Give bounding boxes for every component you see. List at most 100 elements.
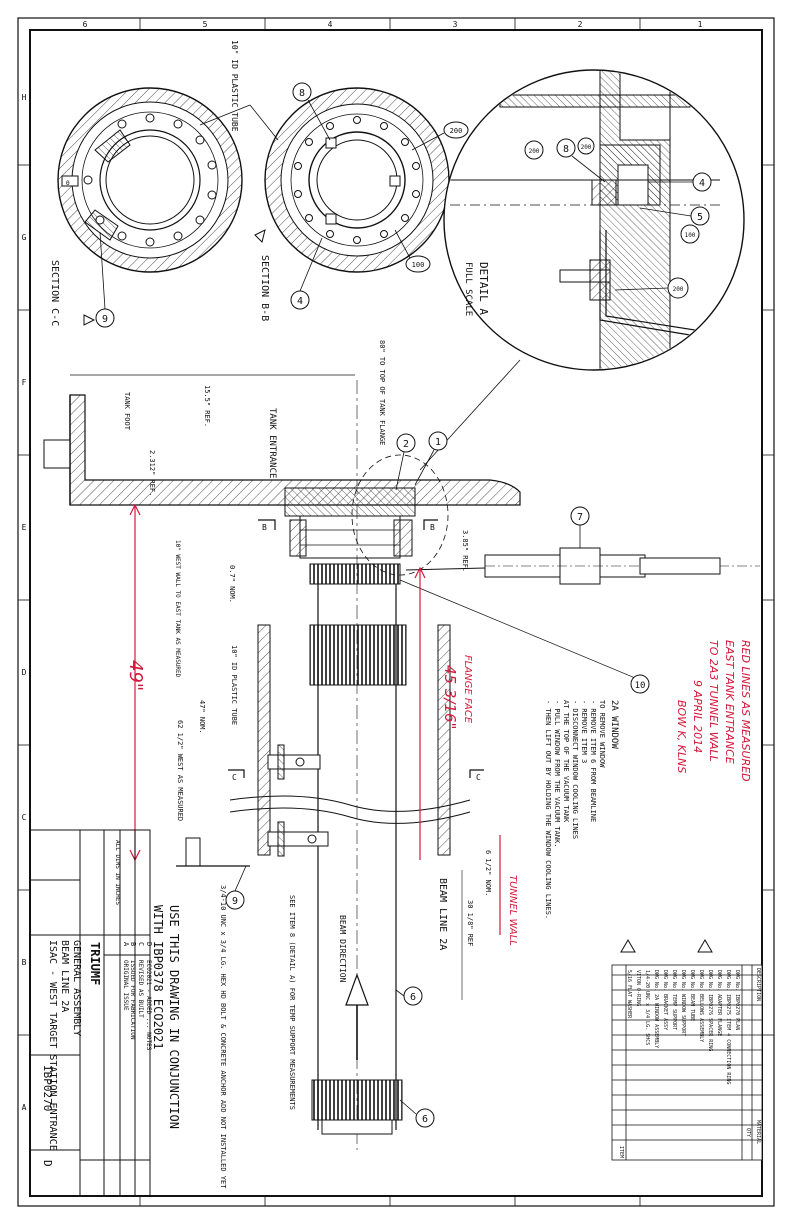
zone-num: 2 xyxy=(578,20,583,29)
beam-line-label: BEAM LINE 2A xyxy=(437,878,448,950)
svg-text:10: 10 xyxy=(635,681,646,691)
tank-entrance-label: TANK ENTRANCE xyxy=(267,408,277,478)
zone-num: 1 xyxy=(698,20,703,29)
zone-num: 3 xyxy=(453,20,458,29)
svg-text:C: C xyxy=(232,773,237,782)
plastic-tube-note: 10" ID PLASTIC TUBE xyxy=(230,645,238,725)
svg-text:TO REMOVE WINDOW: TO REMOVE WINDOW xyxy=(598,700,606,768)
dim-note: 15.5" REF. xyxy=(203,385,211,427)
svg-text:B: B xyxy=(430,523,435,532)
section-b-b-label: SECTION B-B xyxy=(259,255,270,321)
svg-text:DWG No. IBP0270 PLAN: DWG No. IBP0270 PLAN xyxy=(734,970,740,1030)
svg-text:DESCRIPTION: DESCRIPTION xyxy=(755,968,761,1001)
bracket-note: SEE ITEM 8 (DETAIL A) FOR TEMP SUPPORT M… xyxy=(288,895,296,1110)
svg-text:DWG No. IBP0276 SPACER RING: DWG No. IBP0276 SPACER RING xyxy=(707,970,713,1051)
svg-text:A: A xyxy=(122,942,130,947)
zone-letter: C xyxy=(22,813,27,822)
svg-text:4: 4 xyxy=(297,296,303,307)
svg-text:B: B xyxy=(129,942,137,946)
drawing-number: IBP0270 xyxy=(41,1065,54,1111)
section-c-c-label: SECTION C-C xyxy=(49,260,60,326)
svg-text:- DISCONNECT WINDOW COOLING LI: - DISCONNECT WINDOW COOLING LINES xyxy=(571,700,579,839)
svg-text:BOW K, KLNS: BOW K, KLNS xyxy=(675,700,688,773)
section-b-b-view: SECTION B-B 4 8 200 100 10" ID PLASTIC T… xyxy=(199,40,469,321)
window-note-title: 2A WINDOW xyxy=(609,700,619,749)
title-line1: GENERAL ASSEMBLY xyxy=(71,940,82,1036)
svg-text:9 APRIL 2014: 9 APRIL 2014 xyxy=(691,680,704,753)
svg-text:8: 8 xyxy=(299,88,305,99)
svg-text:DWG No. BRACKET ASSY: DWG No. BRACKET ASSY xyxy=(662,970,668,1030)
dim-note: 10" WEST WALL TO EAST TANK AS MEASURED xyxy=(174,540,181,678)
svg-text:200: 200 xyxy=(581,144,592,151)
anchor-note: 3/4-10 UNC x 3/4 LG. HEX HD BOLT & CONCR… xyxy=(219,885,227,1189)
svg-text:C: C xyxy=(137,942,145,946)
dim-note: 80" TO TOP OF TANK FLANGE xyxy=(378,340,386,445)
svg-text:200: 200 xyxy=(673,286,684,293)
svg-text:ALL DIMS IN INCHES: ALL DIMS IN INCHES xyxy=(114,840,121,905)
dim-note: 2.312" REF. xyxy=(148,450,156,496)
beam-direction-label: BEAM DIRECTION xyxy=(338,915,347,983)
company-name: TRIUMF xyxy=(88,942,102,985)
tank-foot-label: TANK FOOT xyxy=(123,392,131,431)
dim-note: 47" NOM. xyxy=(198,700,206,734)
main-elevation: 15.5" REF. 80" TO TOP OF TANK FLANGE TAN… xyxy=(43,340,760,1189)
svg-text:REVISED AS BUILT: REVISED AS BUILT xyxy=(137,960,144,1018)
svg-text:2: 2 xyxy=(403,439,409,450)
red-flange-face: FLANGE FACE xyxy=(462,655,473,724)
svg-text:DWG No. ADAPTER FLANGE: DWG No. ADAPTER FLANGE xyxy=(716,970,722,1036)
main-note-line2: WITH IBP0378 ECO2021 xyxy=(151,905,165,1050)
zone-letter: E xyxy=(22,523,27,532)
svg-text:DWG No. IBP0275 ITEM 4 CONNECT: DWG No. IBP0275 ITEM 4 CONNECTION RING xyxy=(725,970,731,1084)
rev-triangle xyxy=(697,939,713,953)
zone-num: 5 xyxy=(203,20,208,29)
svg-text:- REMOVE ITEM 3: - REMOVE ITEM 3 xyxy=(580,700,588,763)
svg-text:6: 6 xyxy=(422,1114,428,1125)
title-block-text: TRIUMF GENERAL ASSEMBLY BEAM LINE 2A ISA… xyxy=(41,840,153,1167)
svg-text:DWG No. 2A WINDOW ASSEMBLY: DWG No. 2A WINDOW ASSEMBLY xyxy=(653,970,659,1048)
rev-triangle xyxy=(620,939,636,953)
zone-num: 4 xyxy=(328,20,333,29)
svg-text:- THEN LIFT OUT BY HOLDING THE: - THEN LIFT OUT BY HOLDING THE WINDOW CO… xyxy=(544,700,552,919)
inner-border xyxy=(29,29,763,1197)
svg-text:DWG No. WINDOW SUPPORT: DWG No. WINDOW SUPPORT xyxy=(680,970,686,1036)
svg-text:8: 8 xyxy=(563,144,569,155)
zone-letter: D xyxy=(22,668,27,677)
svg-text:- REMOVE ITEM 6 FROM BEAMLINE: - REMOVE ITEM 6 FROM BEAMLINE xyxy=(589,700,597,822)
svg-text:DWG No. BELLOWS ASSEMBLY: DWG No. BELLOWS ASSEMBLY xyxy=(698,970,704,1042)
zone-letter: H xyxy=(22,93,27,102)
svg-text:TO 2A3 TUNNEL WALL: TO 2A3 TUNNEL WALL xyxy=(707,640,720,762)
outer-border xyxy=(17,17,775,1207)
svg-text:100: 100 xyxy=(412,261,425,269)
zone-letter: F xyxy=(22,378,27,387)
detail-a-view: 200 8 200 4 5 100 200 DETAIL A FULL SCAL… xyxy=(419,69,745,471)
title-block xyxy=(29,829,151,1197)
svg-text:DWG No. BEAM TUBE: DWG No. BEAM TUBE xyxy=(689,970,695,1021)
svg-text:1/4-20 UNC x 3/4 LG. SHCS: 1/4-20 UNC x 3/4 LG. SHCS xyxy=(644,970,650,1045)
svg-text:9: 9 xyxy=(232,896,238,907)
svg-text:AT THE TOP OF THE VACUUM TANK: AT THE TOP OF THE VACUUM TANK xyxy=(562,700,570,823)
zone-letter: B xyxy=(22,958,27,967)
svg-text:ITEM: ITEM xyxy=(618,1146,624,1158)
dim-note: 3.85" REF. xyxy=(461,530,469,572)
dim-note: 6 1/2" NOM. xyxy=(484,850,492,896)
red-dim-49: 49" xyxy=(125,660,146,691)
plastic-tube-note: 10" ID PLASTIC TUBE xyxy=(230,40,239,132)
parts-list-text: MATERIAL QTY DESCRIPTION ITEM DWG No. IB… xyxy=(618,968,761,1158)
svg-text:- PULL WINDOW FROM THE VACUUM: - PULL WINDOW FROM THE VACUUM TANK. xyxy=(553,700,561,848)
red-markup: 49" FLANGE FACE 45 3/16" RED LINES AS ME… xyxy=(125,503,752,946)
svg-text:B: B xyxy=(262,523,267,532)
svg-text:100: 100 xyxy=(685,232,696,239)
tank-wall xyxy=(69,394,521,506)
section-c-c-view: Θ SECTION C-C 9 xyxy=(49,87,243,328)
svg-text:ISSUED FOR FABRICATION: ISSUED FOR FABRICATION xyxy=(129,960,136,1040)
svg-text:4: 4 xyxy=(699,178,705,189)
svg-text:C: C xyxy=(476,773,481,782)
svg-text:D: D xyxy=(145,942,153,946)
svg-text:QTY: QTY xyxy=(745,1128,751,1137)
zone-labels: 6 5 4 3 2 1 H G F E D C B A xyxy=(22,20,703,1112)
detail-a-title: DETAIL A xyxy=(477,262,490,315)
svg-text:DWG No. TEMP SUPPORT: DWG No. TEMP SUPPORT xyxy=(671,970,677,1030)
zone-letter: A xyxy=(22,1103,27,1112)
